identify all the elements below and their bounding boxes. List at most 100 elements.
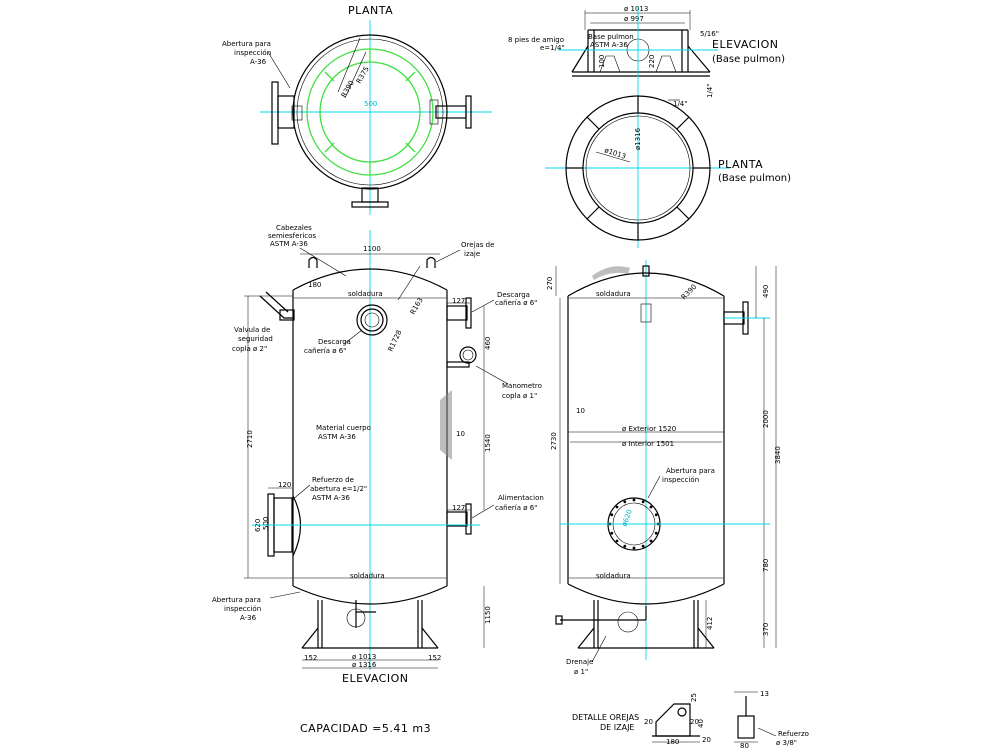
elev-discharge-1-label-1: Descarga bbox=[497, 291, 530, 299]
elev-title: ELEVACION bbox=[342, 672, 409, 685]
base-dim-220: 220 bbox=[648, 55, 656, 68]
elev-heads-label-1: Cabezales bbox=[276, 224, 312, 232]
detail-ref-80: 80 bbox=[740, 742, 749, 750]
elev-ears-label-1: Orejas de bbox=[461, 241, 494, 249]
elev-heads-label-3: ASTM A-36 bbox=[270, 240, 308, 248]
elev-material-label-2: ASTM A-36 bbox=[318, 433, 356, 441]
base-label-2: ASTM A-36 bbox=[590, 41, 628, 49]
base-elevation-title-2: (Base pulmon) bbox=[712, 54, 785, 65]
elev-safety-valve-label-1: Valvula de bbox=[234, 326, 270, 334]
base-plan-view: ø1013 ø1316 1/4" PLANTA (Base pulmon) bbox=[545, 90, 791, 248]
side-wall-10: 10 bbox=[576, 407, 585, 415]
flange-bolt-circle bbox=[608, 498, 660, 550]
flange-bolt bbox=[615, 505, 619, 509]
side-dim-370: 370 bbox=[762, 623, 770, 636]
elev-feed-label-2: cañería ø 6" bbox=[495, 504, 537, 512]
elev-dim-180: 180 bbox=[308, 281, 321, 289]
detail-ear-40: 40 bbox=[697, 719, 705, 728]
side-inner-diameter: ø Interior 1501 bbox=[622, 440, 674, 448]
flange-bolt bbox=[632, 498, 636, 502]
elev-safety-valve-label-2: seguridad bbox=[238, 335, 273, 343]
base-plan-diameter-1013: ø1013 bbox=[603, 146, 626, 160]
flange-bolt bbox=[623, 544, 627, 548]
plan-inspection-label-2: inspección bbox=[234, 49, 271, 57]
flange-bolt bbox=[632, 546, 636, 550]
flange-bolt bbox=[610, 531, 614, 535]
plan-diameter-500: 500 bbox=[364, 100, 377, 108]
base-elevation-view: ø 1013 ø 997 8 pies de amigo e=1/4" Base… bbox=[508, 5, 785, 98]
elev-nozzle-127-top: 127 bbox=[452, 297, 465, 305]
side-opening-diameter: ø620 bbox=[620, 508, 634, 527]
base-plan-title-1: PLANTA bbox=[718, 158, 763, 171]
detail-ref-13: 13 bbox=[760, 690, 769, 698]
side-height-2000: 2000 bbox=[762, 410, 770, 428]
elev-reinforce-label-2: abertura e=1/2" bbox=[310, 485, 367, 493]
elev-height-2710: 2710 bbox=[246, 430, 254, 448]
detail-ref-label-2: ø 3/8" bbox=[776, 739, 797, 747]
elev-discharge-1-label-2: cañería ø 6" bbox=[495, 299, 537, 307]
capacity-note: CAPACIDAD =5.41 m3 bbox=[300, 722, 431, 735]
base-elevation-title-1: ELEVACION bbox=[712, 38, 779, 51]
side-dim-490: 490 bbox=[762, 285, 770, 298]
elev-safety-valve-label-3: copla ø 2" bbox=[232, 345, 267, 353]
plan-view-vessel: PLANTA R375 R390 500 bbox=[222, 4, 492, 215]
elev-inspection-label-3: A-36 bbox=[240, 614, 257, 622]
detail-ear-20-bottom: 20 bbox=[702, 736, 711, 744]
base-plan-title-2: (Base pulmon) bbox=[718, 173, 791, 184]
side-height-3840: 3840 bbox=[774, 446, 782, 464]
elev-base-diameter-1316: ø 1316 bbox=[352, 661, 377, 669]
detail-ear-20-left: 20 bbox=[644, 718, 653, 726]
detail-ear-180: 180 bbox=[666, 738, 679, 746]
base-plan-dim-1-4: 1/4" bbox=[673, 100, 688, 108]
side-dim-780: 780 bbox=[762, 559, 770, 572]
elev-material-label-1: Material cuerpo bbox=[316, 424, 371, 432]
elev-radius-163: R163 bbox=[409, 296, 425, 316]
base-diameter-997: ø 997 bbox=[624, 15, 644, 23]
flange-bolt bbox=[610, 513, 614, 517]
elev-base-152-right: 152 bbox=[428, 654, 441, 662]
elev-nozzle-127-bottom: 127 bbox=[452, 504, 465, 512]
flange-bolt bbox=[641, 500, 645, 504]
plan-title: PLANTA bbox=[348, 4, 393, 17]
base-plan-diameter-1316: ø1316 bbox=[634, 127, 642, 150]
elev-discharge-2-label-2: cañería ø 6" bbox=[304, 347, 346, 355]
elev-inspection-label-2: inspección bbox=[224, 605, 261, 613]
notes-and-details: CAPACIDAD =5.41 m3 DETALLE OREJAS DE IZA… bbox=[300, 690, 809, 750]
side-outer-diameter: ø Exterior 1520 bbox=[622, 425, 676, 433]
elev-dim-120: 120 bbox=[278, 481, 291, 489]
main-elevation-view: 1100 Cabezales semiesfericos ASTM A-36 O… bbox=[212, 224, 544, 685]
elev-base-152-left: 152 bbox=[304, 654, 317, 662]
flange-bolt bbox=[615, 539, 619, 543]
side-dim-412: 412 bbox=[706, 617, 714, 630]
elev-weld-top: soldadura bbox=[348, 290, 383, 298]
elev-manometer-label-1: Manometro bbox=[502, 382, 542, 390]
elev-dim-460: 460 bbox=[484, 337, 492, 350]
base-feet-label-1: 8 pies de amigo bbox=[508, 36, 564, 44]
base-dim-5-16: 5/16" bbox=[700, 30, 719, 38]
detail-ears-title-1: DETALLE OREJAS bbox=[572, 713, 639, 722]
base-feet-label-2: e=1/4" bbox=[540, 44, 565, 52]
elev-radius-1728: R1728 bbox=[387, 329, 404, 353]
flange-bolt bbox=[641, 544, 645, 548]
detail-ears-title-2: DE IZAJE bbox=[600, 723, 634, 732]
elev-reinforce-label-3: ASTM A-36 bbox=[312, 494, 350, 502]
base-dim-1-4: 1/4" bbox=[706, 84, 714, 99]
plan-radius-375: R375 bbox=[355, 65, 371, 85]
side-elevation-view: soldadura R390 270 2730 10 490 2000 3840… bbox=[546, 260, 782, 676]
base-label-1: Base pulmon bbox=[588, 33, 634, 41]
side-radius-390: R390 bbox=[680, 283, 699, 302]
elev-dim-1540: 1540 bbox=[484, 434, 492, 452]
elev-dim-1150: 1150 bbox=[484, 606, 492, 624]
elev-dim-500: 500 bbox=[262, 517, 270, 530]
elev-discharge-2-label-1: Descarga bbox=[318, 338, 351, 346]
flange-bolt bbox=[654, 531, 658, 535]
elev-ears-label-2: izaje bbox=[464, 250, 480, 258]
elev-weld-bottom: soldadura bbox=[350, 572, 385, 580]
side-dim-270: 270 bbox=[546, 277, 554, 290]
detail-ear-25: 25 bbox=[690, 693, 698, 702]
detail-ref-label-1: Refuerzo bbox=[778, 730, 809, 738]
elev-manometer-label-2: copla ø 1" bbox=[502, 392, 537, 400]
side-inspection-label-1: Abertura para bbox=[666, 467, 715, 475]
plan-inspection-label-1: Abertura para bbox=[222, 40, 271, 48]
